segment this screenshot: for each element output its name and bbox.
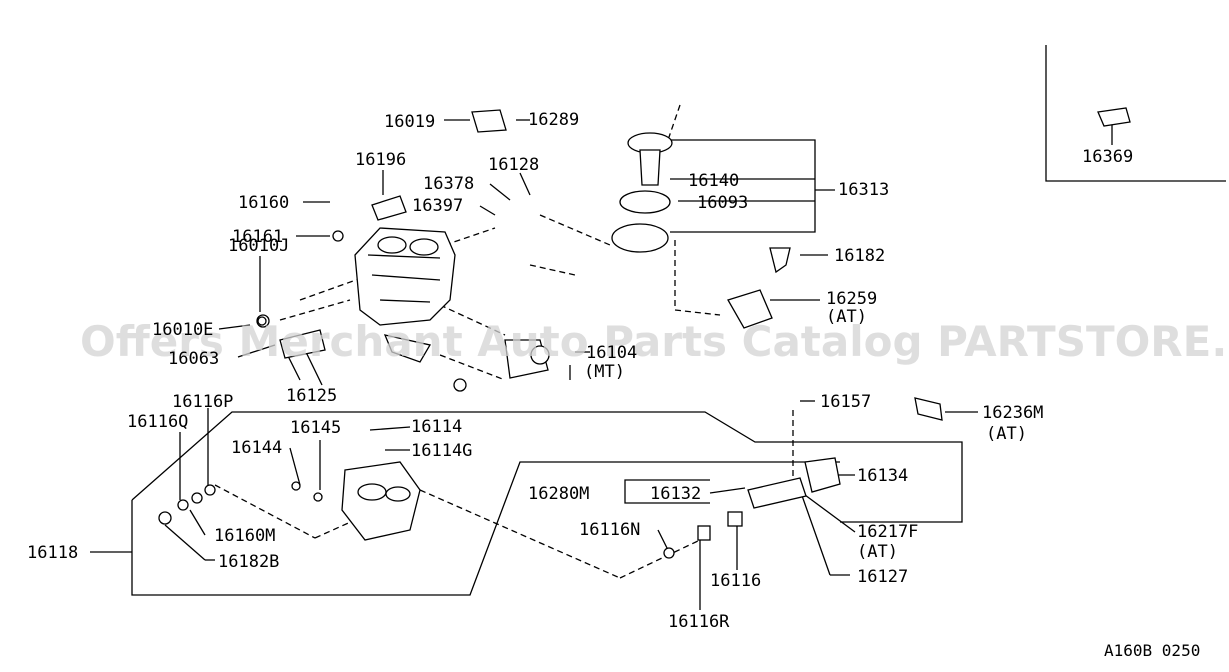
label-16127[interactable]: 16127 <box>857 567 908 587</box>
label-16157[interactable]: 16157 <box>820 392 871 412</box>
label-16114[interactable]: 16114 <box>411 417 462 437</box>
label-16140[interactable]: 16140 <box>688 171 739 191</box>
label-16182B[interactable]: 16182B <box>218 552 279 572</box>
diagram-code: A160B 0250 <box>1104 641 1200 660</box>
label-16093[interactable]: 16093 <box>697 193 748 213</box>
label-16160[interactable]: 16160 <box>238 193 289 213</box>
label-16313[interactable]: 16313 <box>838 180 889 200</box>
label-16134[interactable]: 16134 <box>857 466 908 486</box>
label-16160M[interactable]: 16160M <box>214 526 275 546</box>
label-16063[interactable]: 16063 <box>168 349 219 369</box>
label-16104-note: (MT) <box>584 362 625 382</box>
label-16116[interactable]: 16116 <box>710 571 761 591</box>
label-16010E[interactable]: 16010E <box>152 320 213 340</box>
label-16116R[interactable]: 16116R <box>668 612 730 632</box>
label-16259-note: (AT) <box>826 307 867 327</box>
label-16104[interactable]: 16104 <box>586 343 637 363</box>
label-16369[interactable]: 16369 <box>1082 147 1133 167</box>
label-16280M[interactable]: 16280M <box>528 484 589 504</box>
watermark: Offers Merchant Auto Parts Catalog PARTS… <box>80 317 1229 366</box>
label-16125[interactable]: 16125 <box>286 386 337 406</box>
part-labels: 16019 16289 16196 16128 16378 16397 1616… <box>27 110 1133 632</box>
label-16145[interactable]: 16145 <box>290 418 341 438</box>
label-16236M-note: (AT) <box>986 424 1027 444</box>
label-16116P[interactable]: 16116P <box>172 392 233 412</box>
label-16116Q[interactable]: 16116Q <box>127 412 188 432</box>
label-16289[interactable]: 16289 <box>528 110 579 130</box>
label-16196[interactable]: 16196 <box>355 150 406 170</box>
label-16019[interactable]: 16019 <box>384 112 435 132</box>
label-16217F-note: (AT) <box>857 542 898 562</box>
label-16182[interactable]: 16182 <box>834 246 885 266</box>
label-16118[interactable]: 16118 <box>27 543 78 563</box>
label-16116N[interactable]: 16116N <box>579 520 640 540</box>
part-sketches <box>158 107 1131 559</box>
label-16144[interactable]: 16144 <box>231 438 282 458</box>
label-16161[interactable]: 16161 <box>232 227 283 247</box>
label-16236M[interactable]: 16236M <box>982 403 1043 423</box>
label-16114G[interactable]: 16114G <box>411 441 472 461</box>
label-16128[interactable]: 16128 <box>488 155 539 175</box>
label-16259[interactable]: 16259 <box>826 289 877 309</box>
diagram-lines <box>90 45 1226 610</box>
label-16378[interactable]: 16378 <box>423 174 474 194</box>
label-16397[interactable]: 16397 <box>412 196 463 216</box>
label-16132[interactable]: 16132 <box>650 484 701 504</box>
label-16010J[interactable]: 16010J <box>228 236 289 256</box>
label-16217F[interactable]: 16217F <box>857 522 918 542</box>
